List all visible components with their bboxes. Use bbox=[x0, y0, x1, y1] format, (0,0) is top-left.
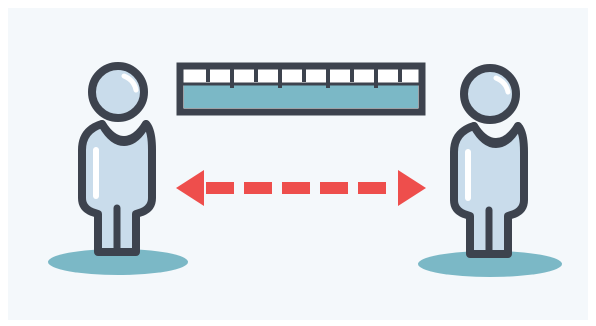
arrow-dash bbox=[244, 182, 272, 194]
arrow-head-right bbox=[398, 170, 426, 206]
arrow-dash bbox=[282, 182, 310, 194]
arrow-dash bbox=[206, 182, 234, 194]
arrow-head-left bbox=[176, 170, 204, 206]
ruler-fill bbox=[184, 84, 418, 108]
left-person-icon bbox=[48, 66, 188, 275]
arrow-dash bbox=[320, 182, 348, 194]
double-arrow-icon bbox=[176, 170, 426, 206]
arrow-dash bbox=[358, 182, 386, 194]
ruler-icon bbox=[180, 66, 422, 112]
right-person-icon bbox=[418, 68, 562, 277]
